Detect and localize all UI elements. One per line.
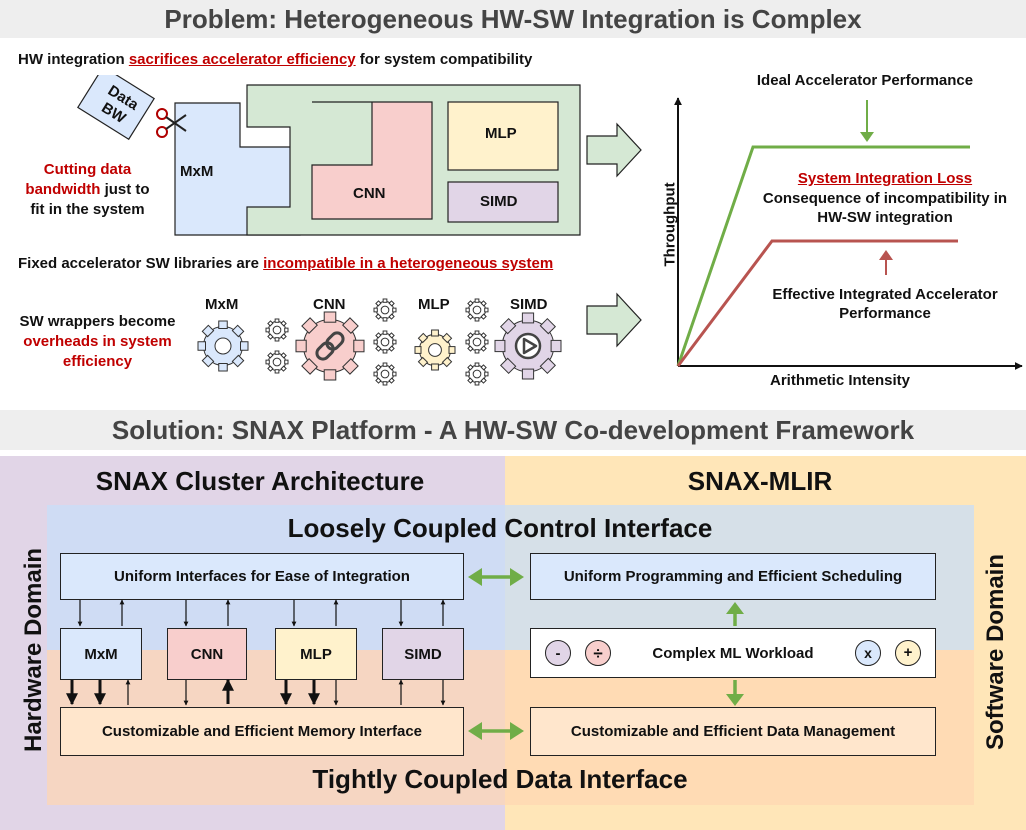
simd-block-label: SIMD [480,193,518,210]
gear-label-mlp: MLP [418,296,450,313]
block-arrow-icon [586,122,642,178]
gear-label-cnn: CNN [313,296,346,313]
memory-interface-box: Customizable and Efficient Memory Interf… [60,707,464,756]
op-minus-icon: - [545,640,571,666]
performance-chart [674,97,1023,370]
small-gear-icon [374,363,396,385]
connector-arrows [66,568,744,740]
sw-gears [180,280,590,390]
block-arrows [586,122,642,348]
accel-mlp: MLP [275,628,357,680]
chart-xlabel: Arithmetic Intensity [769,372,911,389]
small-gear-icon [266,319,288,341]
sw-libraries-text: Fixed accelerator SW libraries are incom… [18,255,554,272]
accel-mxm: MxM [60,628,142,680]
uniform-programming-box: Uniform Programming and Efficient Schedu… [530,553,936,600]
mlp-gear-icon [415,330,455,370]
cnn-block-label: CNN [353,185,386,202]
small-gear-icon [466,363,488,385]
small-gear-icon [374,331,396,353]
ideal-performance-label: Ideal Accelerator Performance [756,72,974,89]
block-arrow-icon [586,292,642,348]
chart-ylabel: Throughput [661,182,679,267]
chain-link-icon [315,331,345,361]
accel-simd: SIMD [382,628,464,680]
cnn-block [311,101,433,220]
cnn-gear-icon [296,312,364,380]
mxm-gear-icon [198,321,248,371]
accel-cnn: CNN [167,628,247,680]
mlp-block-label: MLP [485,125,517,142]
uniform-interfaces-box: Uniform Interfaces for Ease of Integrati… [60,553,464,600]
mxm-block-label: MxM [180,163,214,180]
scissors-icon [156,108,187,138]
small-gear-icon [466,331,488,353]
op-divide-icon: ÷ [585,640,611,666]
data-title: Tightly Coupled Data Interface [312,764,688,794]
op-plus-icon: + [895,640,921,666]
integration-loss-desc: Consequence of incompatibility in HW-SW … [762,190,1008,226]
small-gear-icon [266,351,288,373]
play-icon [514,332,542,360]
effective-performance-line [676,239,958,367]
data-management-box: Customizable and Efficient Data Manageme… [530,707,936,756]
data-bw-tag [77,75,155,141]
hw-title: SNAX Cluster Architecture [95,466,425,496]
op-times-icon: x [855,640,881,666]
effective-performance-label: Effective Integrated Accelerator Perform… [772,286,998,322]
ideal-performance-line [676,145,970,367]
gear-label-simd: SIMD [510,296,548,313]
control-title: Loosely Coupled Control Interface [287,513,713,543]
mlp-block [447,101,559,171]
small-gear-icon [374,299,396,321]
solution-banner: Solution: SNAX Platform - A HW-SW Co-dev… [0,410,1026,450]
integration-loss-title: System Integration Loss [797,170,973,187]
problem-banner: Problem: Heterogeneous HW-SW Integration… [0,0,1026,38]
hw-integration-diagram [77,75,581,236]
hw-integration-text: HW integration sacrifices accelerator ef… [18,51,533,68]
sw-title: SNAX-MLIR [687,466,833,496]
cutting-bandwidth-text: Cutting data bandwidth just to fit in th… [25,161,150,218]
sw-wrappers-text: SW wrappers become overheads in system e… [19,313,176,370]
small-gear-icon [466,299,488,321]
gear-label-mxm: MxM [205,296,239,313]
simd-block [447,181,559,223]
